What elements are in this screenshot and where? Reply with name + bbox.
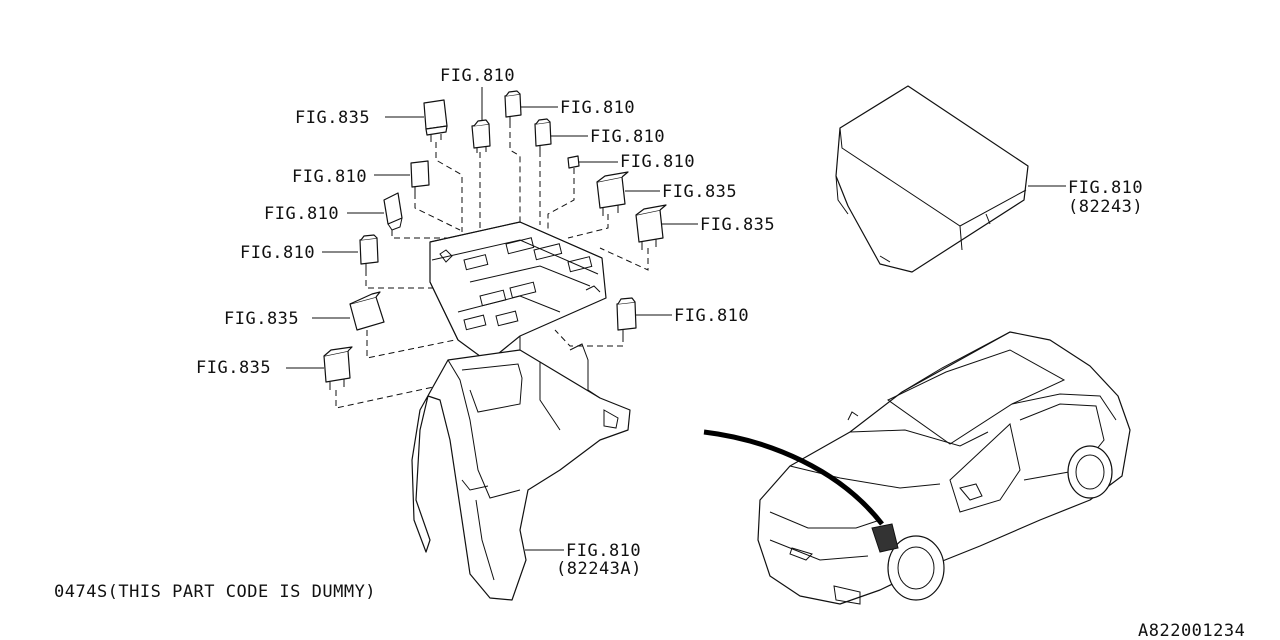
callout-label: FIG.810 (440, 66, 515, 86)
car-illustration (757, 331, 1131, 605)
fusebox-location-marker (871, 523, 899, 553)
relay-left-lower (323, 346, 353, 390)
location-pointer (703, 429, 884, 526)
fuse-left-clip (383, 192, 403, 231)
footnote: 0474S(THIS PART CODE IS DUMMY) (54, 582, 376, 602)
callout-label: FIG.810 (240, 243, 315, 263)
callout-label: FIG.835 (662, 182, 737, 202)
callout-label: FIG.835 (295, 108, 370, 128)
relay-right-1 (596, 171, 629, 216)
relay-left-large (349, 291, 385, 331)
fuse-top-center (471, 119, 491, 153)
callout-label: FIG.810 (560, 98, 635, 118)
bracket (411, 343, 631, 601)
fusebox-cover (835, 85, 1029, 273)
leader-lines (286, 87, 1066, 551)
relay-top-left (423, 99, 448, 142)
callout-sublabel: (82243) (1068, 197, 1143, 217)
callout-label: FIG.810 (590, 127, 665, 147)
fuse-left-2 (359, 234, 379, 270)
callout-label: FIG.835 (196, 358, 271, 378)
fuse-right-lower (616, 297, 637, 336)
callout-label: FIG.810 (674, 306, 749, 326)
callout-label: FIG.835 (224, 309, 299, 329)
diagram-id: A822001234 (1138, 621, 1245, 640)
fuse-top-right-2 (534, 118, 552, 151)
callout-sublabel: (82243A) (556, 559, 642, 579)
fuse-top-right-1 (504, 90, 522, 122)
callout-label: FIG.810 (264, 204, 339, 224)
callout-label: FIG.810 (292, 167, 367, 187)
fuse-left-1 (410, 160, 430, 193)
mini-fuse (567, 155, 580, 169)
callout-label: FIG.810 (566, 541, 641, 561)
callout-label: FIG.835 (700, 215, 775, 235)
callout-label: FIG.810 (1068, 178, 1143, 198)
junction-box (429, 221, 607, 373)
relay-right-2 (635, 204, 667, 250)
callout-label: FIG.810 (620, 152, 695, 172)
